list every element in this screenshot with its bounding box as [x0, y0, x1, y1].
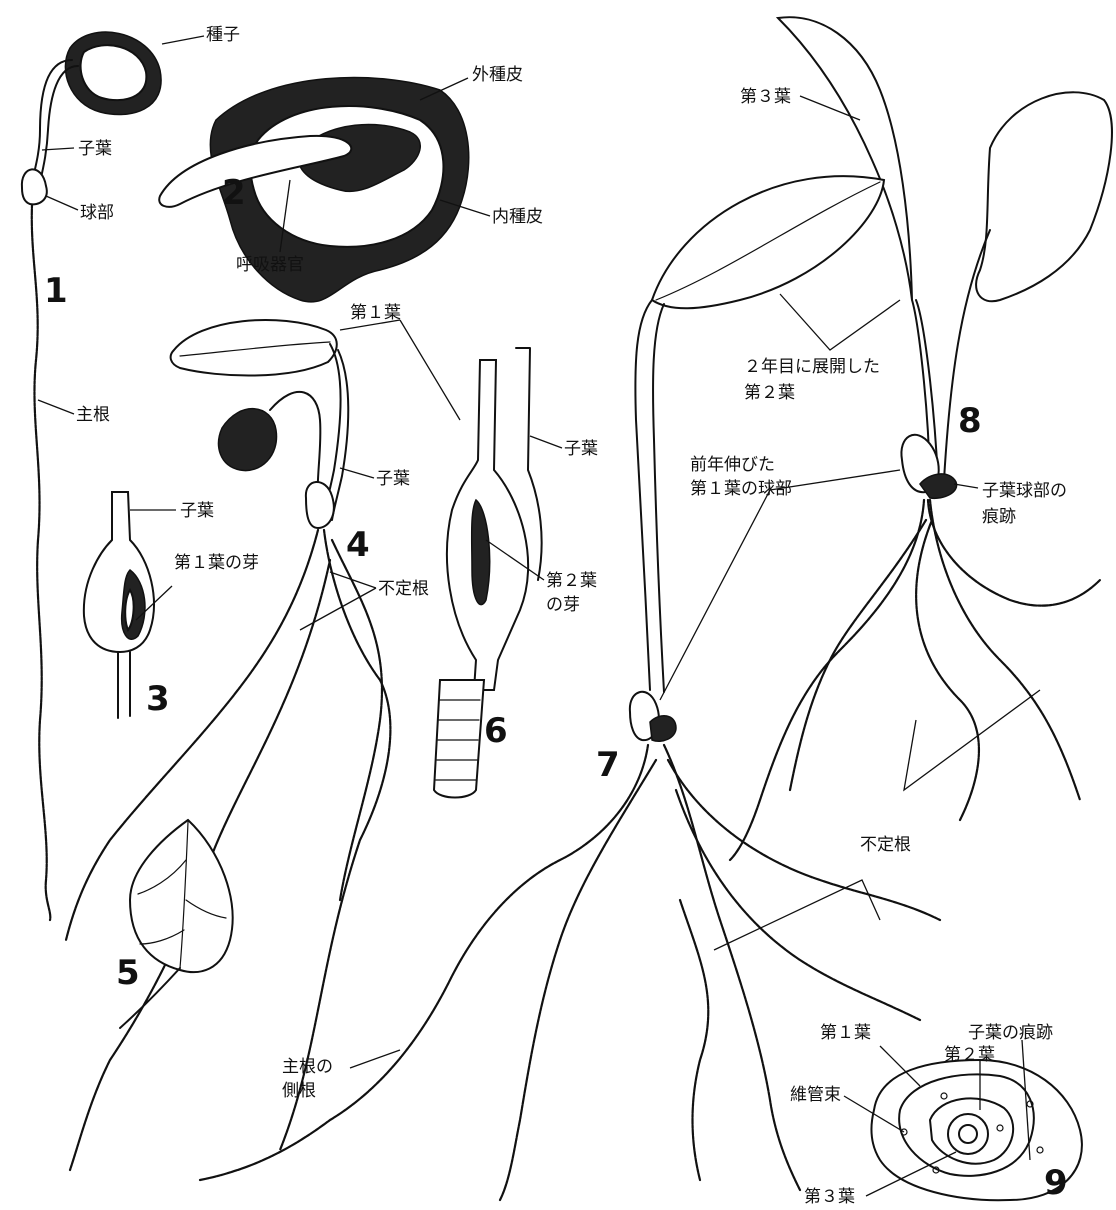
label-cotyledon: 子葉	[78, 138, 112, 160]
label-vascular-bundle: 維管束	[790, 1084, 841, 1106]
figure-number-3: 3	[146, 682, 170, 716]
label-outer-seed-coat: 外種皮	[472, 64, 523, 86]
fig1-cotyledon	[32, 60, 72, 182]
figure-number-6: 6	[484, 714, 508, 748]
fig7-petiole	[635, 300, 652, 690]
fig4-first-leaf	[171, 320, 337, 376]
label-third-leaf-fig8: 第３葉	[740, 86, 791, 108]
label-bulb: 球部	[80, 202, 114, 224]
label-lateral-root-line1: 主根の	[282, 1056, 333, 1078]
fig8-plant	[730, 17, 1112, 860]
label-adventitious-root-fig8: 不定根	[860, 834, 911, 856]
fig7-root-e	[676, 790, 920, 1020]
label-adventitious-root-fig4: 不定根	[378, 578, 429, 600]
fig8-root-e	[916, 520, 979, 820]
label-cot-bulb-scar-line1: 子葉球部の	[982, 480, 1067, 502]
label-main-root: 主根	[76, 404, 110, 426]
figure-number-5: 5	[116, 956, 140, 990]
label-cotyledon-fig4: 子葉	[376, 468, 410, 490]
label-prev-year-line2: 第１葉の球部	[690, 478, 792, 500]
label-cotyledon-fig3: 子葉	[180, 500, 214, 522]
label-first-leaf-top: 第１葉	[350, 302, 401, 324]
fig3-section	[84, 492, 154, 718]
fig7-root-c	[500, 760, 656, 1200]
fig5-leaf	[120, 820, 233, 1028]
label-second-leaf-line1: ２年目に展開した	[744, 356, 880, 378]
fig8-root-a	[730, 500, 924, 860]
figure-number-1: 1	[44, 274, 68, 308]
fig6-tube	[447, 360, 528, 690]
label-cotyledon-fig6: 子葉	[564, 438, 598, 460]
fig1-seedling	[22, 32, 161, 920]
label-respiratory-organ: 呼吸器官	[236, 254, 304, 276]
label-first-leaf-fig9: 第１葉	[820, 1022, 871, 1044]
label-cot-bulb-scar-line2: 痕跡	[982, 506, 1016, 528]
fig7-root-a	[200, 745, 648, 1180]
fig1-bulb	[22, 169, 47, 204]
figure-number-9: 9	[1044, 1166, 1068, 1200]
fig4-bulb	[306, 482, 334, 528]
fig4-seed	[219, 409, 277, 471]
figure-number-2: 2	[222, 176, 246, 210]
label-seed: 種子	[206, 24, 240, 46]
figure-number-7: 7	[596, 748, 620, 782]
fig4-seedling	[66, 320, 390, 1170]
fig3-root-stub	[118, 652, 130, 718]
fig1-main-root	[32, 205, 51, 920]
label-cot-scar: 子葉の痕跡	[968, 1022, 1053, 1044]
fig2-seed-section	[159, 78, 469, 302]
fig7-root-f	[680, 900, 708, 1180]
label-inner-seed-coat: 内種皮	[492, 206, 543, 228]
fig8-curled-leaf	[976, 92, 1112, 301]
label-second-leaf-line2: 第２葉	[744, 382, 795, 404]
label-second-leaf-bud-2: の芽	[546, 594, 580, 616]
figure-number-8: 8	[958, 404, 982, 438]
figure-number-4: 4	[346, 528, 370, 562]
label-lateral-root-line2: 側根	[282, 1080, 316, 1102]
fig3-body	[84, 492, 154, 652]
label-first-leaf-bud: 第１葉の芽	[174, 552, 259, 574]
label-second-leaf-bud-1: 第２葉	[546, 570, 597, 592]
fig8-root-d	[790, 520, 926, 790]
label-third-leaf-fig9: 第３葉	[804, 1186, 855, 1208]
label-second-leaf-fig9: 第２葉	[944, 1044, 995, 1066]
label-prev-year-line1: 前年伸びた	[690, 454, 775, 476]
